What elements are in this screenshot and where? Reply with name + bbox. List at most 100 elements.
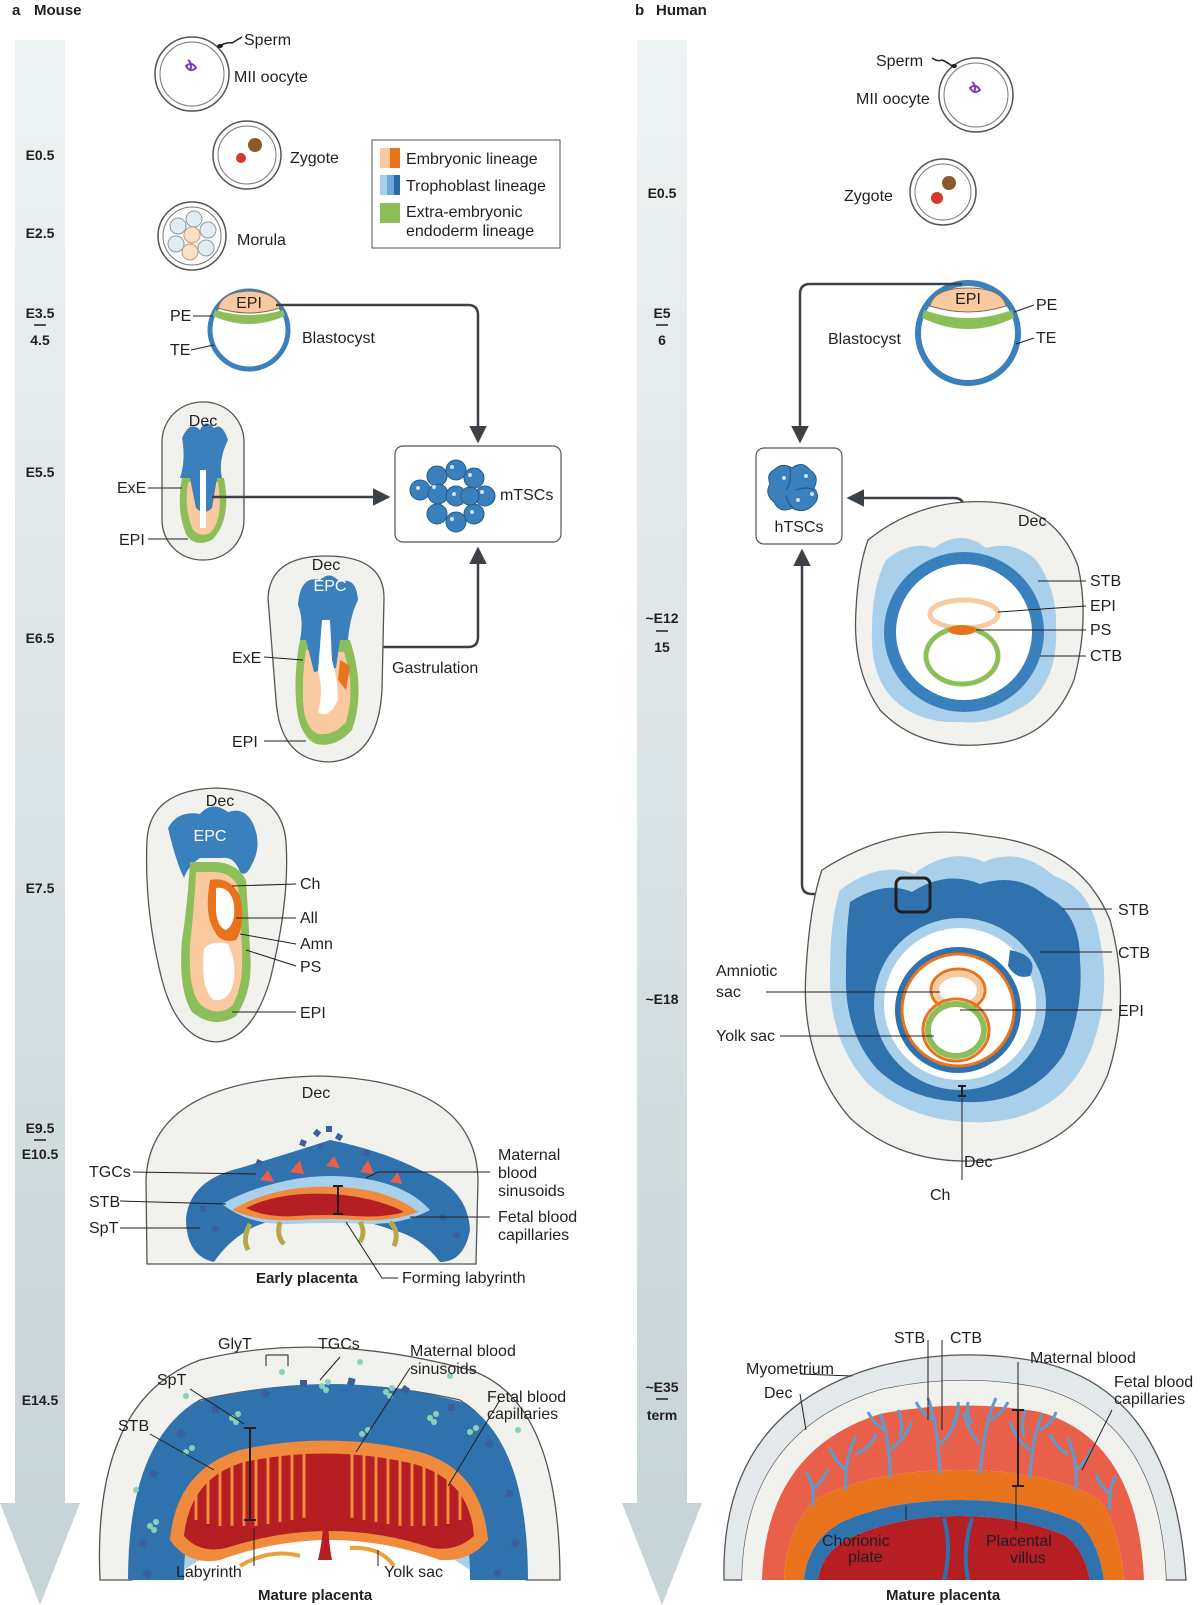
stage-h-e12: ~E12 [645, 610, 678, 626]
human-pe-label: PE [1036, 297, 1057, 314]
human-e12-ctb: CTB [1090, 648, 1122, 665]
legend-extraembryonic-label-1: Extra-embryonic [406, 204, 522, 221]
human-blastocyst-epi: EPI [955, 291, 981, 308]
mouse-e6-5-epi: EPI [232, 734, 258, 751]
human-e12-epi: EPI [1090, 598, 1116, 615]
stage-h-15: 15 [654, 639, 670, 655]
arrow-e18-to-htscs [793, 548, 916, 896]
legend-trophoblast-swatch [380, 175, 400, 195]
stage-h-e18: ~E18 [645, 991, 678, 1007]
mouse-e5-5-embryo: Dec ExE EPI [117, 401, 245, 561]
mouse-early-placenta: Dec TGCs STB SpT Maternal blood sinusoid… [89, 1075, 577, 1287]
placental-villi [804, 1397, 1118, 1511]
human-mature-fetal-2: capillaries [1114, 1391, 1185, 1408]
mtscs-box: mTSCs [394, 445, 562, 543]
mouse-blastocyst-epi: EPI [236, 295, 262, 312]
mouse-e7-5-ch: Ch [300, 876, 320, 893]
mouse-mature-fetal-2: capillaries [487, 1406, 558, 1423]
mouse-mature-fetal-1: Fetal blood [487, 1389, 566, 1406]
human-mature-placenta: Myometrium Dec STB CTB Maternal blood Fe… [723, 1330, 1193, 1604]
human-e18-yolk-sac: Yolk sac [716, 1028, 775, 1045]
panel-b-header: b Human [635, 2, 707, 19]
stage-e10-5: E10.5 [22, 1146, 59, 1162]
human-e12-ps: PS [1090, 622, 1111, 639]
stage-4-5: 4.5 [30, 332, 50, 348]
arrow-blastocyst-to-htscs [791, 282, 962, 444]
human-e18-amniotic-1: Amniotic [716, 963, 777, 980]
panel-a-title: Mouse [34, 2, 82, 19]
stage-e5-5: E5.5 [26, 464, 55, 480]
mouse-sperm-label: Sperm [244, 32, 291, 49]
panel-a-letter: a [12, 2, 21, 19]
human-mature-chorionic-1: Chorionic [822, 1533, 890, 1550]
human-e18-embryo: STB CTB EPI Amniotic sac Yolk sac Dec Ch [716, 831, 1150, 1204]
human-e18-amniotic-2: sac [716, 984, 741, 1001]
maternal-sinus-clusters [133, 1359, 521, 1533]
mouse-e7-5-ps: PS [300, 959, 321, 976]
human-blastocyst-label: Blastocyst [828, 331, 901, 348]
legend-trophoblast-label: Trophoblast lineage [406, 178, 546, 195]
human-mature-maternal-blood: Maternal blood [1030, 1350, 1136, 1367]
mouse-e5-5-exe: ExE [117, 480, 146, 497]
stage-e6-5: E6.5 [26, 630, 55, 646]
human-sperm [931, 57, 953, 67]
human-mature-stb: STB [894, 1330, 925, 1347]
human-mature-chorionic-2: plate [848, 1549, 883, 1566]
legend: Embryonic lineage Trophoblast lineage Ex… [371, 139, 561, 249]
mouse-e7-5-epi: EPI [300, 1005, 326, 1022]
legend-embryonic-label: Embryonic lineage [406, 151, 538, 168]
stage-h-e35: ~E35 [645, 1379, 678, 1395]
mouse-oocyte: Sperm MII oocyte [154, 32, 308, 112]
human-zygote: Zygote [844, 158, 977, 226]
legend-extraembryonic-swatch [380, 203, 400, 223]
mtscs-colony [409, 459, 496, 533]
human-sperm-label: Sperm [876, 53, 923, 70]
mouse-early-spt: SpT [89, 1220, 119, 1237]
mouse-early-maternal-2: blood [498, 1165, 537, 1182]
human-e18-ch: Ch [930, 1187, 950, 1204]
mouse-sperm [219, 36, 243, 47]
mouse-early-stb: STB [89, 1194, 120, 1211]
mouse-gastrulation-label: Gastrulation [392, 660, 478, 677]
htscs-colony [767, 464, 818, 512]
mouse-e5-5-epi: EPI [119, 532, 145, 549]
mouse-early-tgcs: TGCs [89, 1164, 131, 1181]
human-timeline-arrow [622, 40, 702, 1605]
mouse-blastocyst: EPI PE TE Blastocyst [170, 288, 375, 372]
mouse-e6-5-exe: ExE [232, 650, 261, 667]
stage-e0-5: E0.5 [26, 147, 55, 163]
mouse-pe-label: PE [170, 308, 191, 325]
human-e12-dec: Dec [1018, 513, 1046, 530]
mouse-mature-stb: STB [118, 1418, 149, 1435]
mouse-e7-5-epc: EPC [194, 828, 227, 845]
human-oocyte-label: MII oocyte [856, 91, 930, 108]
labyrinth-folds [194, 1448, 462, 1526]
mouse-mature-maternal-1: Maternal blood [410, 1343, 516, 1360]
mouse-timeline-arrow [0, 40, 80, 1605]
mouse-e5-5-dec: Dec [189, 413, 217, 430]
panel-b-letter: b [635, 2, 644, 19]
mouse-early-maternal-3: sinusoids [498, 1183, 565, 1200]
mouse-te-label: TE [170, 342, 190, 359]
human-e18-ctb: CTB [1118, 945, 1150, 962]
human-blastocyst: EPI PE TE Blastocyst [828, 280, 1057, 386]
human-oocyte: Sperm MII oocyte [856, 53, 1014, 133]
mtscs-label: mTSCs [500, 487, 553, 504]
human-stage-labels: E0.5 E5 6 ~E12 15 ~E18 ~E35 term [645, 185, 678, 1423]
panel-b-title: Human [656, 2, 707, 19]
human-e12-embryo: Dec STB EPI PS CTB [854, 501, 1122, 746]
panel-a-header: a Mouse [12, 2, 82, 19]
mouse-early-fetal-2: capillaries [498, 1227, 569, 1244]
mature-tgc-dots [140, 1377, 520, 1579]
stage-h-term: term [647, 1407, 677, 1423]
human-e18-stb: STB [1118, 902, 1149, 919]
mouse-mature-labyrinth: Labyrinth [176, 1564, 242, 1581]
htscs-label: hTSCs [775, 519, 824, 536]
mouse-early-maternal-1: Maternal [498, 1147, 560, 1164]
mouse-early-fetal-1: Fetal blood [498, 1209, 577, 1226]
legend-embryonic-swatch [380, 148, 400, 168]
stage-e14-5: E14.5 [22, 1392, 59, 1408]
mouse-blastocyst-label: Blastocyst [302, 330, 375, 347]
mouse-mature-tgcs: TGCs [318, 1336, 360, 1353]
